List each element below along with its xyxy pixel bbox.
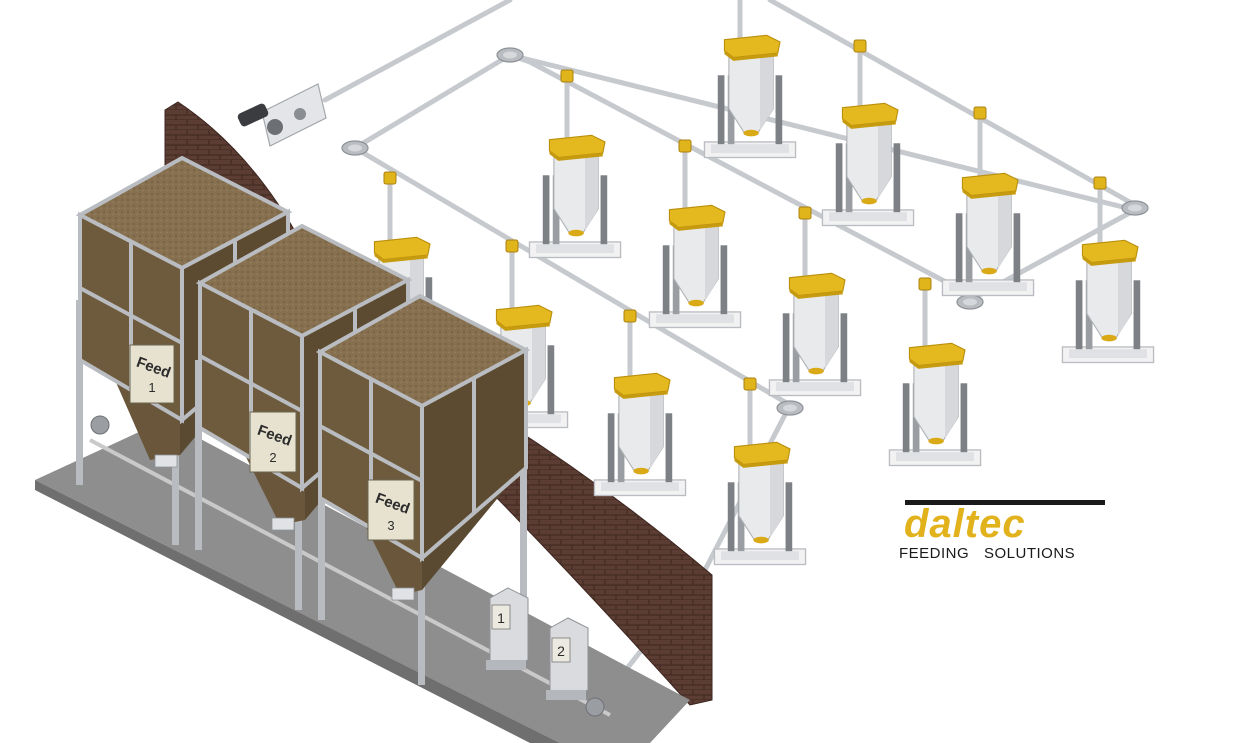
doser-2-number: 2 — [557, 643, 565, 659]
silo-1-number: 1 — [148, 380, 155, 395]
logo-tagline-right: SOLUTIONS — [984, 545, 1075, 562]
doser-1: 1 — [486, 587, 529, 671]
silo-3-number: 3 — [387, 518, 394, 533]
doser-2: 2 — [546, 617, 589, 701]
silo-2-number: 2 — [269, 450, 276, 465]
logo-top-rule — [905, 500, 1105, 505]
silo-3-label-plate — [367, 479, 415, 541]
daltec-logo: daltec FEEDING SOLUTIONS — [899, 500, 1105, 562]
silo-1-label-plate — [129, 344, 175, 404]
logo-brand: daltec — [904, 502, 1026, 546]
logo-tagline-left: FEEDING — [899, 545, 969, 562]
silo-3: Feed 3 — [315, 293, 531, 685]
floor-conveyor-details — [90, 415, 605, 717]
drive-unit — [237, 83, 327, 147]
doser-1-number: 1 — [497, 610, 505, 626]
silo-2-label-plate — [249, 411, 297, 473]
